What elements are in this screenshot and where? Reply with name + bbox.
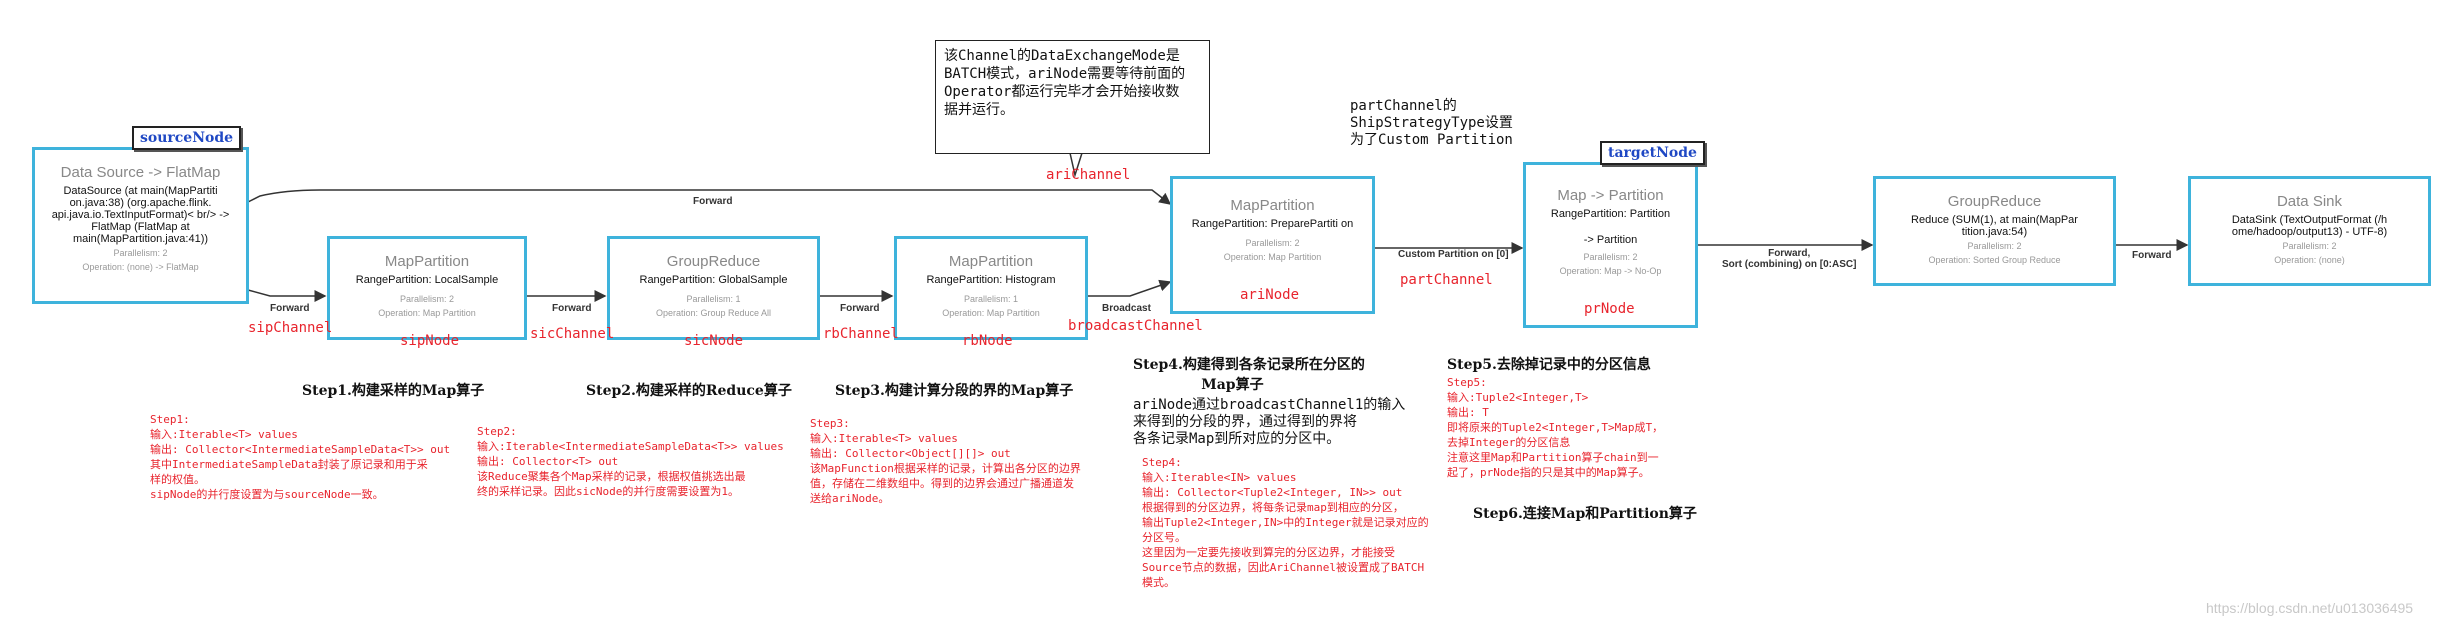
rb-node-operation: Operation: Map Partition	[942, 308, 1040, 318]
step1-note: Step1: 输入:Iterable<T> values 输出: Collect…	[150, 413, 451, 501]
pr-node-operation: Operation: Map -> No-Op	[1559, 266, 1662, 276]
step4-intro-note: ariNode通过broadcastChannel1的输入 来得到的分段的界，通…	[1133, 397, 1406, 447]
sink-node-detail: DataSink (TextOutputFormat (/h ome/hadoo…	[2231, 214, 2388, 238]
sic-node-name: sicNode	[684, 333, 744, 349]
part-channel-note: partChannel的 ShipStrategyType设置 为了Custom…	[1350, 98, 1513, 148]
rb-node-parallelism: Parallelism: 1	[963, 294, 1019, 304]
sic-node-operation: Operation: Group Reduce All	[655, 308, 772, 318]
edge-label-forward-3: Forward	[840, 303, 880, 314]
source-node[interactable]: Data Source -> FlatMap DataSource (at ma…	[32, 147, 249, 304]
ari-node-detail: RangePartition: PreparePartiti on	[1191, 218, 1354, 230]
reduce-node-detail: Reduce (SUM(1), at main(MapPar tition.ja…	[1911, 214, 2078, 238]
ari-node-name: ariNode	[1240, 287, 1300, 303]
broadcast-channel-label: broadcastChannel	[1068, 318, 1203, 334]
sic-node-parallelism: Parallelism: 1	[686, 294, 741, 304]
edge-label-forward-top: Forward	[693, 196, 733, 207]
ari-channel-label: ariChannel	[1046, 167, 1131, 183]
ari-node-title: MapPartition	[1230, 197, 1315, 214]
sip-node[interactable]: MapPartition RangePartition: LocalSample…	[327, 236, 527, 340]
step2-title: Step2.构建采样的Reduce算子	[586, 383, 792, 399]
step5-note: Step5: 输入:Tuple2<Integer,T> 输出: T 即将原来的T…	[1447, 376, 1664, 479]
ari-node[interactable]: MapPartition RangePartition: PreparePart…	[1170, 176, 1375, 314]
pr-node-detail2: -> Partition	[1583, 234, 1638, 246]
watermark: https://blog.csdn.net/u013036495	[2206, 600, 2414, 616]
edge-source-sip	[247, 289, 327, 302]
source-node-detail: DataSource (at main(MapPartiti on.java:3…	[51, 185, 230, 245]
step3-title: Step3.构建计算分段的界的Map算子	[835, 383, 1074, 399]
sip-channel-label: sipChannel	[248, 320, 333, 336]
step2-note: Step2: 输入:Iterable<IntermediateSampleDat…	[477, 425, 784, 498]
part-channel-label: partChannel	[1400, 272, 1493, 288]
pr-node-title: Map -> Partition	[1557, 187, 1664, 204]
batch-mode-callout: 该Channel的DataExchangeMode是 BATCH模式，ariNo…	[935, 40, 1210, 154]
sip-node-title: MapPartition	[384, 253, 470, 270]
sink-node-title: Data Sink	[2276, 193, 2343, 210]
sic-node[interactable]: GroupReduce RangePartition: GlobalSample…	[607, 236, 820, 340]
ari-node-operation: Operation: Map Partition	[1223, 252, 1322, 262]
pr-node-detail: RangePartition: Partition	[1550, 208, 1671, 220]
sip-node-detail: RangePartition: LocalSample	[355, 274, 499, 286]
edge-rb-ari	[1088, 279, 1172, 297]
rb-node-name: rbNode	[962, 333, 1013, 349]
step4-title: Step4.构建得到各条记录所在分区的 Map算子	[1133, 357, 1365, 393]
sic-node-detail: RangePartition: GlobalSample	[639, 274, 788, 286]
edge-label-forward-last: Forward	[2132, 250, 2172, 261]
edge-label-forward-1: Forward	[270, 303, 310, 314]
sic-node-title: GroupReduce	[666, 253, 761, 270]
rb-channel-label: rbChannel	[823, 326, 899, 342]
edge-label-broadcast: Broadcast	[1102, 303, 1151, 314]
sip-node-name: sipNode	[400, 333, 460, 349]
source-node-title: Data Source -> FlatMap	[60, 164, 221, 181]
source-node-operation: Operation: (none) -> FlatMap	[82, 262, 199, 272]
step4-note: Step4: 输入:Iterable<IN> values 输出: Collec…	[1142, 456, 1429, 589]
sink-node-operation: Operation: (none)	[2274, 255, 2345, 265]
rb-node-title: MapPartition	[948, 253, 1034, 270]
step5-title: Step5.去除掉记录中的分区信息	[1447, 357, 1651, 373]
edge-label-forward-2: Forward	[552, 303, 592, 314]
step1-title: Step1.构建采样的Map算子	[302, 383, 485, 399]
step3-note: Step3: 输入:Iterable<T> values 输出: Collect…	[810, 417, 1081, 505]
sic-channel-label: sicChannel	[530, 326, 615, 342]
reduce-node-title: GroupReduce	[1947, 193, 2042, 210]
rb-node[interactable]: MapPartition RangePartition: Histogram P…	[894, 236, 1088, 340]
source-node-tag: sourceNode	[132, 126, 242, 150]
callout-pointer	[1069, 152, 1083, 178]
reduce-node[interactable]: GroupReduce Reduce (SUM(1), at main(MapP…	[1873, 176, 2116, 286]
sink-node[interactable]: Data Sink DataSink (TextOutputFormat (/h…	[2188, 176, 2431, 286]
edge-label-custom: Custom Partition on [0]	[1398, 249, 1509, 260]
sink-node-parallelism: Parallelism: 2	[2282, 241, 2337, 251]
pr-node-parallelism: Parallelism: 2	[1583, 252, 1638, 262]
sip-node-operation: Operation: Map Partition	[378, 308, 476, 318]
step6-title: Step6.连接Map和Partition算子	[1473, 506, 1697, 522]
reduce-node-parallelism: Parallelism: 2	[1967, 241, 2022, 251]
pr-node-name: prNode	[1584, 301, 1635, 317]
ari-node-parallelism: Parallelism: 2	[1245, 238, 1300, 248]
reduce-node-operation: Operation: Sorted Group Reduce	[1928, 255, 2061, 265]
edge-label-forward-sort: Forward, Sort (combining) on [0:ASC]	[1722, 248, 1857, 270]
rb-node-detail: RangePartition: Histogram	[926, 274, 1056, 286]
source-node-parallelism: Parallelism: 2	[113, 248, 168, 258]
sip-node-parallelism: Parallelism: 2	[399, 294, 455, 304]
target-node-tag: targetNode	[1600, 141, 1705, 165]
edge-source-ari	[247, 189, 1172, 205]
